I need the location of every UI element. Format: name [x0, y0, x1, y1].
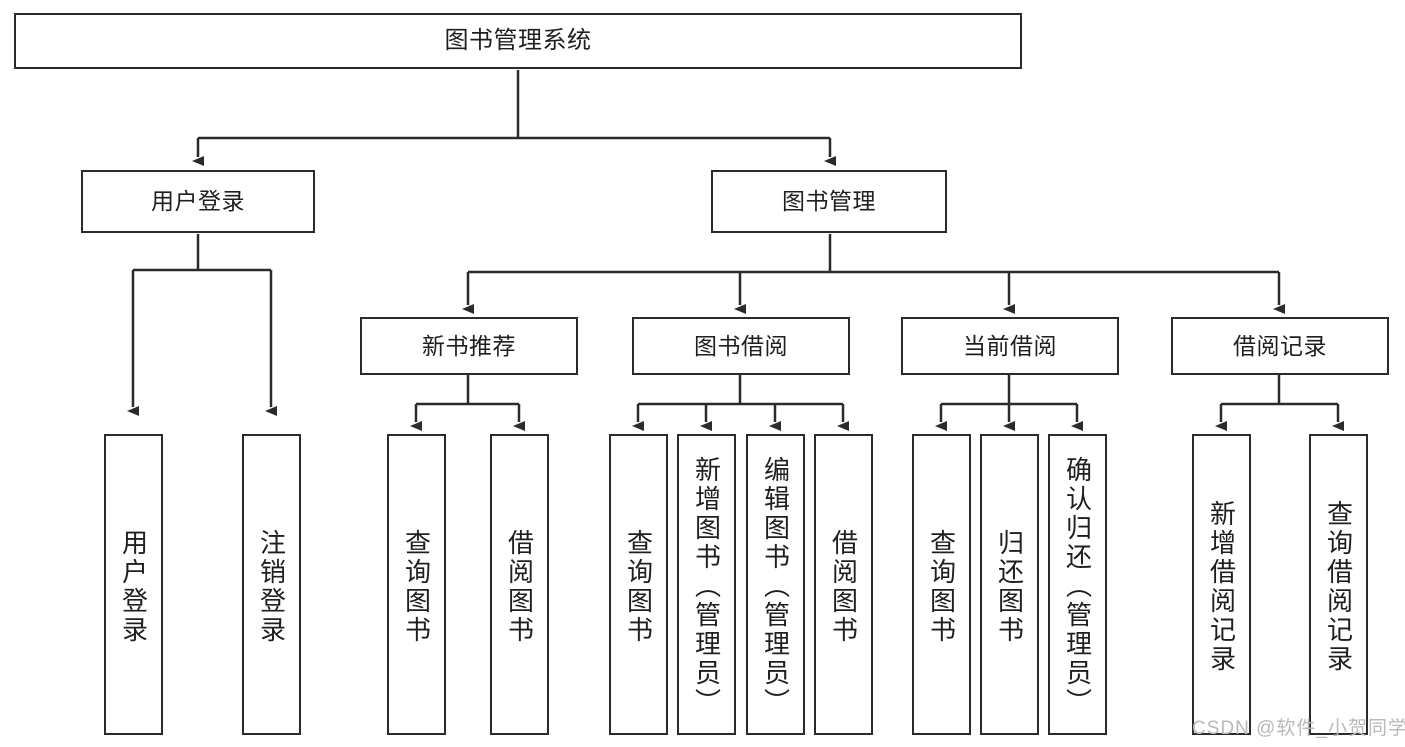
- csdn-watermark: CSDN @软件_小贺同学: [1192, 718, 1405, 739]
- node-leaf-query-book-2[interactable]: 查询图书: [609, 434, 668, 735]
- node-leaf-edit-book-label: 编辑图书（管理员）: [760, 456, 791, 717]
- node-leaf-user-login-label: 用户登录: [118, 528, 149, 645]
- node-leaf-logout-login[interactable]: 注销登录: [242, 434, 301, 735]
- node-leaf-query-book-3[interactable]: 查询图书: [912, 434, 971, 735]
- node-book-borrow[interactable]: 图书借阅: [632, 317, 850, 375]
- node-leaf-borrow-book-1-label: 借阅图书: [504, 528, 535, 645]
- node-user-login[interactable]: 用户登录: [81, 170, 315, 233]
- node-leaf-query-book-1-label: 查询图书: [401, 528, 432, 645]
- node-leaf-add-book[interactable]: 新增图书（管理员）: [677, 434, 736, 735]
- node-user-login-label: 用户登录: [151, 188, 245, 215]
- node-borrow-record[interactable]: 借阅记录: [1171, 317, 1389, 375]
- node-current-borrow-label: 当前借阅: [963, 332, 1057, 359]
- node-leaf-query-book-1[interactable]: 查询图书: [387, 434, 446, 735]
- node-new-book-recommend[interactable]: 新书推荐: [360, 317, 578, 375]
- node-leaf-query-record-label: 查询借阅记录: [1323, 499, 1354, 674]
- node-leaf-confirm-return-label: 确认归还（管理员）: [1062, 456, 1093, 717]
- node-new-book-recommend-label: 新书推荐: [422, 332, 516, 359]
- node-leaf-user-login[interactable]: 用户登录: [104, 434, 163, 735]
- node-book-manage-label: 图书管理: [782, 188, 876, 215]
- node-leaf-return-book-label: 归还图书: [994, 528, 1025, 645]
- node-leaf-query-book-2-label: 查询图书: [623, 528, 654, 645]
- node-leaf-borrow-book-2[interactable]: 借阅图书: [814, 434, 873, 735]
- node-leaf-logout-login-label: 注销登录: [256, 528, 287, 645]
- node-book-manage[interactable]: 图书管理: [711, 170, 947, 233]
- node-root-label: 图书管理系统: [444, 27, 592, 55]
- node-leaf-add-book-label: 新增图书（管理员）: [691, 456, 722, 717]
- node-leaf-borrow-book-2-label: 借阅图书: [828, 528, 859, 645]
- node-leaf-return-book[interactable]: 归还图书: [980, 434, 1039, 735]
- node-root[interactable]: 图书管理系统: [14, 13, 1022, 69]
- node-leaf-query-book-3-label: 查询图书: [926, 528, 957, 645]
- node-borrow-record-label: 借阅记录: [1233, 332, 1327, 359]
- node-leaf-edit-book[interactable]: 编辑图书（管理员）: [746, 434, 805, 735]
- node-leaf-confirm-return[interactable]: 确认归还（管理员）: [1048, 434, 1107, 735]
- node-leaf-add-record[interactable]: 新增借阅记录: [1192, 434, 1251, 735]
- node-leaf-add-record-label: 新增借阅记录: [1206, 499, 1237, 674]
- node-leaf-borrow-book-1[interactable]: 借阅图书: [490, 434, 549, 735]
- node-current-borrow[interactable]: 当前借阅: [901, 317, 1119, 375]
- node-book-borrow-label: 图书借阅: [694, 332, 788, 359]
- node-leaf-query-record[interactable]: 查询借阅记录: [1309, 434, 1368, 735]
